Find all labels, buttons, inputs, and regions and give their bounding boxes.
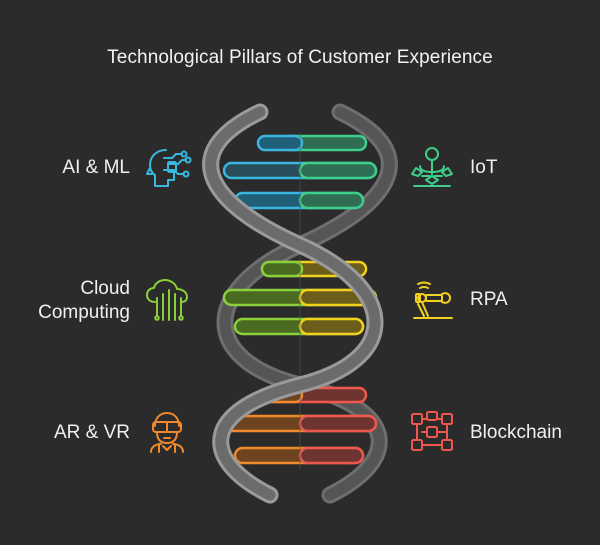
pillar-label-cloud-computing: Cloud Computing xyxy=(38,278,130,323)
pillar-label-ai-ml: AI & ML xyxy=(62,157,130,178)
blockchain-blocks-icon xyxy=(408,408,456,456)
robotic-arm-icon xyxy=(408,276,456,324)
iot-network-icon xyxy=(408,144,456,192)
pillar-label-blockchain: Blockchain xyxy=(470,422,562,443)
page-title: Technological Pillars of Customer Experi… xyxy=(107,47,493,68)
pillar-label-ar-vr: AR & VR xyxy=(53,422,130,443)
ai-brain-circuit-icon xyxy=(144,144,192,192)
pillar-label-iot: IoT xyxy=(470,157,498,178)
pillar-label-rpa: RPA xyxy=(470,289,508,310)
cloud-computing-icon xyxy=(143,276,191,324)
vr-headset-person-icon xyxy=(143,408,191,456)
